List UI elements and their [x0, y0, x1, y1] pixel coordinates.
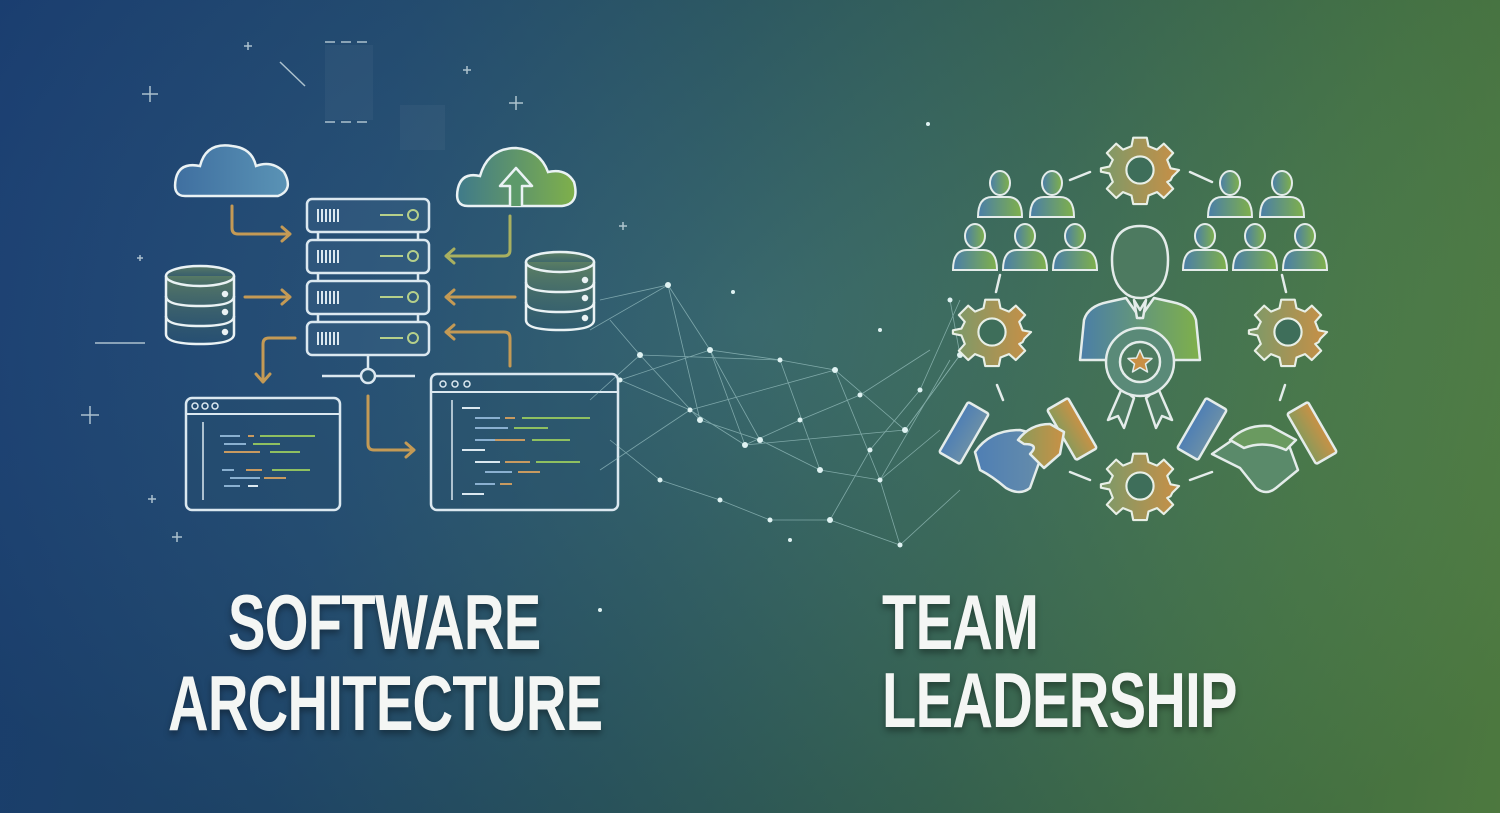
- gear-icon: [1247, 298, 1329, 368]
- gear-icon: [951, 298, 1033, 368]
- award-badge-icon: [1104, 326, 1176, 430]
- team-group-icon: [952, 170, 1098, 271]
- title-team-leadership: TEAM LEADERSHIP: [882, 578, 1237, 744]
- flow-arrows: [230, 204, 517, 459]
- title-architecture: ARCHITECTURE: [168, 659, 603, 747]
- cloud-icon: [173, 144, 290, 198]
- gear-icon: [1099, 452, 1181, 522]
- database-icon: [164, 264, 236, 346]
- sparkle-icons: [81, 41, 627, 542]
- code-window-icon: [429, 372, 620, 512]
- connector-dashes: [994, 170, 1288, 482]
- team-group-icon: [1182, 170, 1328, 271]
- title-software: SOFTWARE: [228, 578, 541, 666]
- code-window-icon: [184, 396, 342, 512]
- handshake-icon: [1176, 397, 1338, 494]
- cloud-upload-icon: [455, 146, 577, 208]
- server-rack-icon: [305, 197, 431, 385]
- network-nodes: [598, 122, 1022, 612]
- network-mesh: [589, 284, 961, 546]
- handshake-icon: [938, 397, 1098, 494]
- database-icon: [524, 250, 596, 332]
- gear-icon: [1099, 136, 1181, 206]
